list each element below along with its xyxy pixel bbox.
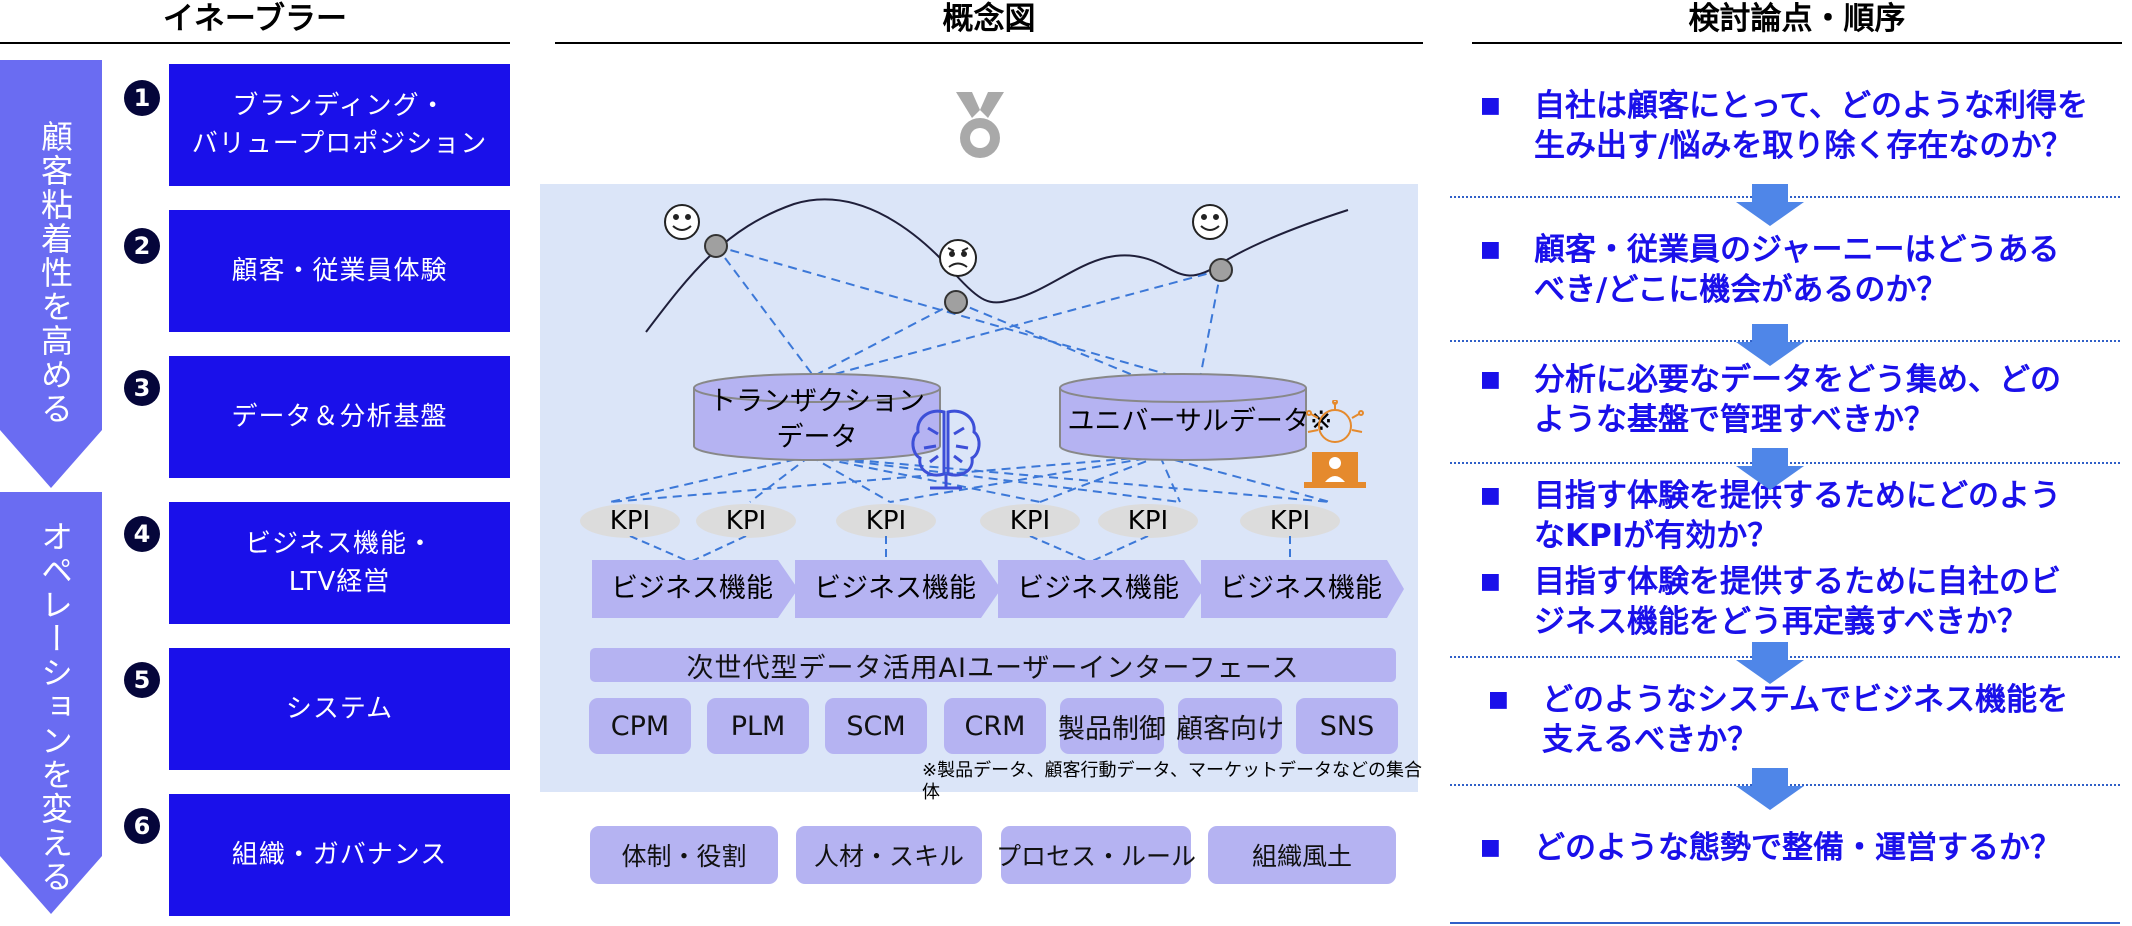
org-process-rules: プロセス・ルール (996, 826, 1196, 884)
question-bullet: ■ (1480, 93, 1501, 118)
system-customer-facing: 顧客向け (1176, 698, 1284, 754)
frown-face-icon (939, 239, 977, 277)
kpi-2: KPI (696, 504, 796, 538)
flow-arrow-down-icon (1736, 184, 1804, 226)
question-text: どのような態勢で整備・運営するか？ (1534, 830, 2061, 866)
system-plm: PLM (707, 698, 809, 754)
enabler-number-1: 1 (124, 80, 160, 116)
journey-curve (645, 198, 1349, 333)
ai-interface-bar: 次世代型データ活用AIユーザーインターフェース (590, 648, 1396, 684)
enabler-box-branding: ブランディング・ バリュープロポジション (169, 64, 510, 186)
business-function-chevrons (592, 560, 1404, 618)
business-function-label-2: ビジネス機能 (814, 573, 976, 604)
brain-icon (911, 409, 981, 490)
business-function-chevron-2 (795, 560, 1001, 618)
smile-face-icon-left (664, 204, 700, 240)
enabler-number-3: 3 (124, 370, 160, 406)
side-arrow-top-label: 顧客粘着性を高める (36, 120, 74, 426)
business-function-label-1: ビジネス機能 (611, 573, 773, 604)
flow-arrows (1736, 184, 1804, 810)
question-text: どのようなシステムでビジネス機能を 支えるべきか？ (1542, 682, 2069, 758)
org-culture: 組織風土 (1208, 826, 1396, 884)
question-text: 分析に必要なデータをどう集め、どの ような基盤で管理すべきか？ (1534, 362, 2061, 438)
enabler-number-2: 2 (124, 228, 160, 264)
kpi-4: KPI (980, 504, 1080, 538)
touchpoint-3 (1209, 258, 1233, 282)
enabler-number-4: 4 (124, 516, 160, 552)
business-function-chevron-1 (592, 560, 798, 618)
touchpoint-2 (944, 290, 968, 314)
kpi-6: KPI (1240, 504, 1340, 538)
question-bullet: ■ (1480, 835, 1501, 860)
transaction-db-cylinder (693, 373, 941, 461)
transaction-db-label: トランザクション データ (709, 386, 925, 453)
question-bullet: ■ (1480, 367, 1501, 392)
universal-db-label: ユニバーサルデータ※ (1067, 406, 1333, 437)
kpi-business-connectors (629, 536, 1291, 562)
kpi-5: KPI (1098, 504, 1198, 538)
flow-arrow-down-icon (1736, 448, 1804, 490)
question-text: 目指す体験を提供するために自社のビ ジネス機能をどう再定義すべきか？ (1534, 564, 2061, 640)
enabler-box-organization: 組織・ガバナンス (169, 794, 510, 916)
concept-panel (540, 184, 1418, 792)
enabler-box-business-ltv: ビジネス機能・ LTV経営 (169, 502, 510, 624)
business-function-label-4: ビジネス機能 (1220, 573, 1382, 604)
header-concept: 概念図 (555, 0, 1423, 44)
header-enablers: イネーブラー (0, 0, 510, 44)
enabler-box-experience: 顧客・従業員体験 (169, 210, 510, 332)
side-arrow-top (0, 60, 102, 488)
side-arrow-bottom (0, 492, 102, 914)
system-cpm: CPM (589, 698, 691, 754)
org-talent-skills: 人材・スキル (796, 826, 982, 884)
side-arrow-bottom-label: オペレーションを変える (36, 520, 74, 894)
flow-arrow-down-icon (1736, 324, 1804, 366)
universal-data-footnote: ※製品データ、顧客行動データ、マーケットデータなどの集合体 (922, 760, 1422, 803)
side-arrows (0, 60, 102, 914)
ai-person-icon (1304, 400, 1366, 488)
system-sns: SNS (1296, 698, 1398, 754)
touchpoint-1 (704, 234, 728, 258)
questions-bottom-line (1450, 922, 2120, 924)
question-text: 顧客・従業員のジャーニーはどうある べき/どこに機会があるのか？ (1534, 232, 2060, 308)
question-bullet: ■ (1488, 687, 1509, 712)
flow-arrow-down-icon (1736, 642, 1804, 684)
enabler-number-5: 5 (124, 662, 160, 698)
system-scm: SCM (825, 698, 927, 754)
question-bullet: ■ (1480, 569, 1501, 594)
smile-face-icon-right (1192, 204, 1228, 240)
question-bullet: ■ (1480, 237, 1501, 262)
business-function-chevron-3 (998, 560, 1204, 618)
question-text: 自社は顧客にとって、どのような利得を 生み出す/悩みを取り除く存在なのか？ (1534, 88, 2088, 164)
kpi-1: KPI (580, 504, 680, 538)
enabler-box-data-platform: データ＆分析基盤 (169, 356, 510, 478)
universal-db-cylinder (1059, 373, 1307, 461)
system-product-control: 製品制御 (1058, 698, 1166, 754)
header-issues: 検討論点・順序 (1472, 0, 2122, 44)
question-bullet: ■ (1480, 483, 1501, 508)
kpi-3: KPI (836, 504, 936, 538)
org-structure-roles: 体制・役割 (590, 826, 778, 884)
business-function-label-3: ビジネス機能 (1017, 573, 1179, 604)
medal-icon (956, 92, 1004, 158)
question-text: 目指す体験を提供するためにどのよう なKPIが有効か？ (1534, 478, 2061, 554)
flow-arrow-down-icon (1736, 768, 1804, 810)
system-crm: CRM (944, 698, 1046, 754)
enabler-number-6: 6 (124, 808, 160, 844)
business-function-chevron-4 (1201, 560, 1404, 618)
journey-diagram (609, 198, 1349, 503)
enabler-box-system: システム (169, 648, 510, 770)
